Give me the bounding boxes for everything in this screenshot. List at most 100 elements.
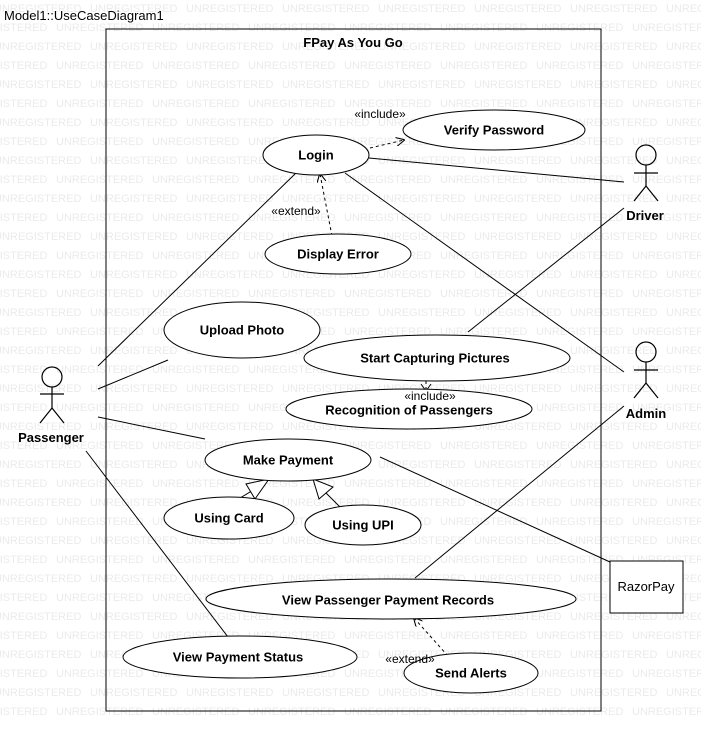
watermark-text: UNREGISTERED — [248, 98, 335, 110]
watermark-text: UNREGISTERED — [56, 668, 143, 680]
watermark-text: UNREGISTERED — [536, 326, 623, 338]
watermark-text: UNREGISTERED — [90, 497, 177, 509]
watermark-text: UNREGISTERED — [90, 535, 177, 547]
watermark-text: UNREGISTERED — [0, 611, 81, 623]
watermark-text: UNREGISTERED — [90, 421, 177, 433]
watermark-text: UNREGISTERED — [344, 22, 431, 34]
actor-admin-label: Admin — [626, 406, 667, 421]
watermark-text: UNREGISTERED — [56, 288, 143, 300]
watermark-text: UNREGISTERED — [56, 250, 143, 262]
use-case-recognition[interactable] — [285, 388, 533, 430]
watermark-text: UNREGISTERED — [378, 79, 465, 91]
generalization-upi-line — [325, 492, 341, 508]
watermark-text: UNREGISTERED — [90, 3, 177, 15]
use-case-send-alerts[interactable] — [403, 652, 539, 694]
watermark-text: UNREGISTERED — [56, 212, 143, 224]
watermark-text: UNREGISTERED — [570, 383, 657, 395]
watermark-text: UNREGISTERED — [632, 668, 701, 680]
watermark-text: UNREGISTERED — [56, 136, 143, 148]
include-login-label: «include» — [354, 107, 406, 121]
use-case-login[interactable] — [262, 134, 370, 176]
watermark-text: UNREGISTERED — [248, 60, 335, 72]
watermark-text: UNREGISTERED — [440, 440, 527, 452]
admin-records-association — [414, 405, 625, 579]
use-case-start-capturing-label: Start Capturing Pictures — [360, 350, 510, 365]
admin-login-association — [344, 172, 625, 373]
actor-driver[interactable]: Driver — [626, 144, 664, 223]
actor-admin[interactable]: Admin — [626, 341, 667, 421]
use-case-make-payment-label: Make Payment — [243, 452, 334, 467]
watermark-text: UNREGISTERED — [378, 231, 465, 243]
watermark-text: UNREGISTERED — [90, 155, 177, 167]
watermark-text: UNREGISTERED — [56, 174, 143, 186]
watermark-text: UNREGISTERED — [56, 60, 143, 72]
watermark-text: UNREGISTERED — [282, 79, 369, 91]
use-case-start-capturing[interactable] — [303, 334, 571, 382]
watermark-text: UNREGISTERED — [186, 155, 273, 167]
watermark-text: UNREGISTERED — [344, 630, 431, 642]
passenger-status-association — [85, 450, 229, 638]
watermark-text: UNREGISTERED — [570, 79, 657, 91]
use-case-using-upi[interactable] — [304, 504, 422, 546]
driver-capture-association — [467, 207, 625, 333]
watermark-text: UNREGISTERED — [0, 383, 81, 395]
watermark-text: UNREGISTERED — [248, 554, 335, 566]
watermark-text: UNREGISTERED — [56, 630, 143, 642]
watermark-text: UNREGISTERED — [0, 269, 81, 281]
watermark-text: UNREGISTERED — [186, 79, 273, 91]
watermark-text: UNREGISTERED — [666, 497, 701, 509]
frame-title: Model1::UseCaseDiagram1 — [4, 8, 164, 23]
actor-razorpay[interactable]: RazorPay — [609, 560, 684, 614]
watermark-text: UNREGISTERED — [186, 3, 273, 15]
watermark-text: UNREGISTERED — [666, 687, 701, 699]
driver-right-leg-icon — [645, 185, 659, 202]
watermark-text: UNREGISTERED — [440, 554, 527, 566]
use-case-using-card[interactable] — [163, 496, 295, 540]
watermark-text: UNREGISTERED — [282, 41, 369, 53]
watermark-text: UNREGISTERED — [570, 231, 657, 243]
watermark-text: UNREGISTERED — [474, 421, 561, 433]
watermark-text: UNREGISTERED — [536, 288, 623, 300]
watermark-text: UNREGISTERED — [474, 3, 561, 15]
use-case-make-payment[interactable] — [204, 438, 372, 482]
use-case-view-records-label: View Passenger Payment Records — [282, 592, 494, 607]
watermark-text: UNREGISTERED — [152, 60, 239, 72]
watermark-layer: UNREGISTERED UNREGISTERED UNREGISTERED UNRE… — [0, 3, 701, 718]
watermark-text: UNREGISTERED — [0, 421, 81, 433]
watermark-text: UNREGISTERED — [632, 288, 701, 300]
watermark-text: UNREGISTERED — [186, 573, 273, 585]
watermark-text: UNREGISTERED — [0, 345, 81, 357]
razorpay-payment-association — [379, 456, 611, 563]
watermark-text: UNREGISTERED — [474, 231, 561, 243]
actor-passenger[interactable]: Passenger — [18, 366, 84, 445]
use-case-display-error[interactable] — [264, 233, 412, 275]
watermark-text: UNREGISTERED — [344, 440, 431, 452]
use-case-recognition-label: Recognition of Passengers — [325, 402, 493, 417]
watermark-text: UNREGISTERED — [0, 630, 47, 642]
watermark-text: UNREGISTERED — [632, 478, 701, 490]
watermark-text: UNREGISTERED — [378, 269, 465, 281]
use-case-view-status[interactable] — [122, 635, 358, 679]
watermark-text: UNREGISTERED — [536, 554, 623, 566]
watermark-text: UNREGISTERED — [474, 193, 561, 205]
watermark-text: UNREGISTERED — [344, 554, 431, 566]
driver-left-leg-icon — [633, 185, 647, 202]
use-case-view-records[interactable] — [205, 578, 577, 620]
watermark-text: UNREGISTERED — [666, 421, 701, 433]
watermark-text: UNREGISTERED — [440, 478, 527, 490]
system-boundary — [105, 28, 602, 712]
passenger-payment-association — [97, 416, 206, 440]
use-case-verify-password[interactable] — [402, 109, 586, 151]
watermark-text: UNREGISTERED — [0, 592, 47, 604]
watermark-text: UNREGISTERED — [90, 41, 177, 53]
watermark-text: UNREGISTERED — [570, 117, 657, 129]
watermark-text: UNREGISTERED — [666, 611, 701, 623]
watermark-text: UNREGISTERED — [536, 22, 623, 34]
use-case-upload-photo[interactable] — [163, 301, 321, 359]
watermark-text: UNREGISTERED — [440, 22, 527, 34]
watermark-text: UNREGISTERED — [90, 79, 177, 91]
watermark-text: UNREGISTERED — [56, 402, 143, 414]
watermark-text: UNREGISTERED — [378, 193, 465, 205]
watermark-text: UNREGISTERED — [570, 41, 657, 53]
actor-passenger-label: Passenger — [18, 430, 84, 445]
